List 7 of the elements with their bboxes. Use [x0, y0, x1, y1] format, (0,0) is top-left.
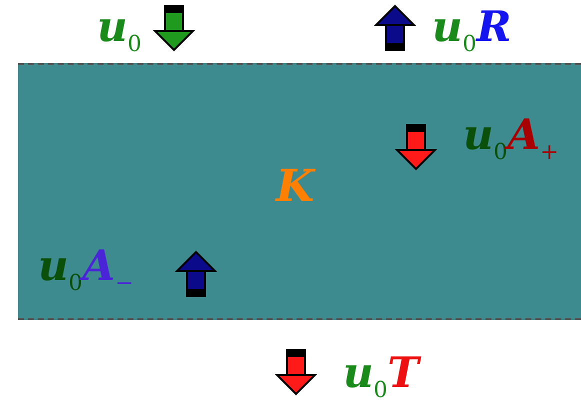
- slab: [18, 63, 581, 320]
- math-symbol: T: [388, 352, 419, 394]
- math-symbol: R: [476, 6, 512, 48]
- math-symbol: u$_{0}$: [97, 6, 142, 56]
- slab-label: K: [276, 161, 314, 212]
- math-symbol: u$_{0}$: [432, 6, 477, 56]
- math-symbol: u$_{0}$: [343, 352, 388, 402]
